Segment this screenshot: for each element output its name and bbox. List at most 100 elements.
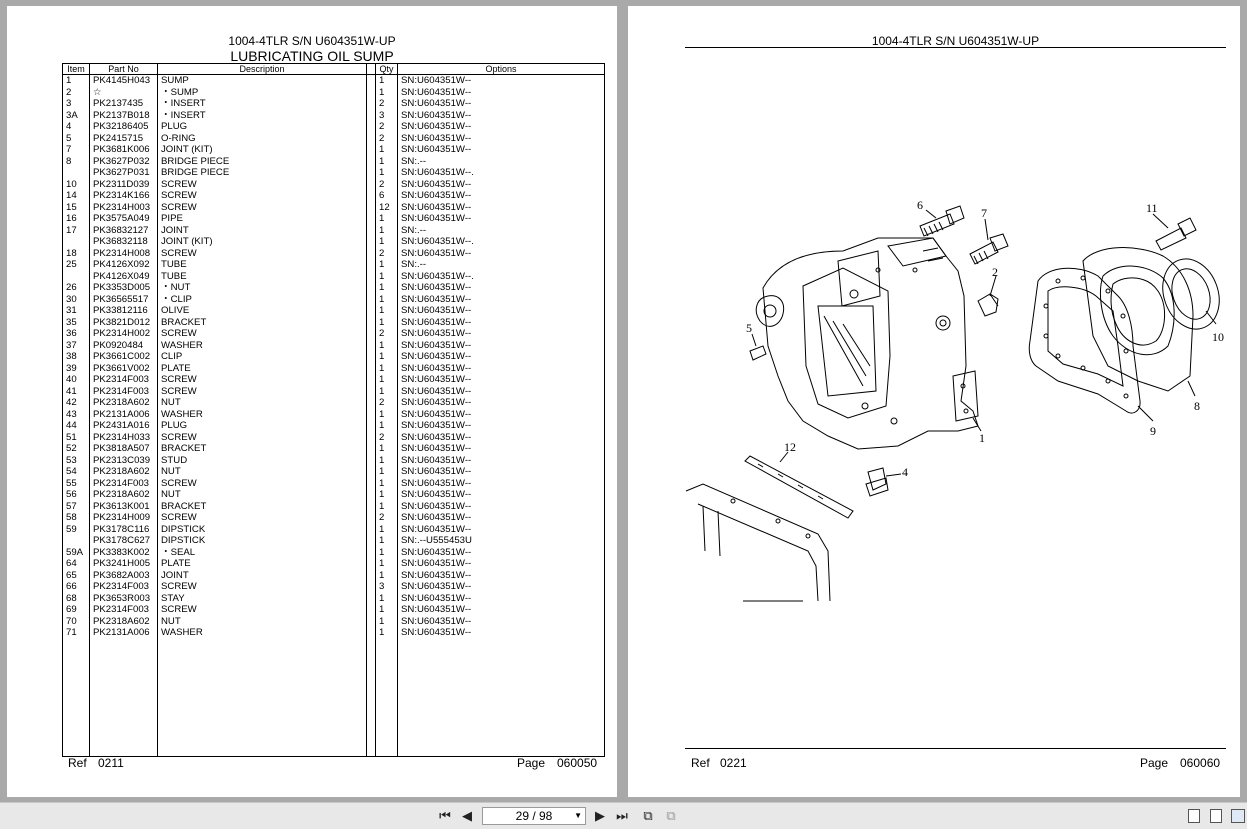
cell-qty: 1 (375, 167, 398, 179)
cell-part-no: PK2415715 (89, 132, 158, 144)
cell-part-no: PK2314F003 (89, 374, 158, 386)
cell-options: SN:U604351W-- (397, 512, 605, 524)
callout-7: 7 (981, 206, 987, 220)
first-page-icon[interactable]: ⏮ (439, 808, 451, 823)
cell-part-no: PK32186405 (89, 121, 158, 133)
plug-2 (977, 293, 999, 317)
cell-options: SN:U604351W-- (397, 546, 605, 558)
cell-description: BRIDGE PIECE (157, 155, 367, 167)
cell-description: BRIDGE PIECE (157, 167, 367, 179)
cell-options: SN:U604351W-- (397, 282, 605, 294)
cell-qty: 1 (375, 385, 398, 397)
prev-page-icon[interactable]: ◀ (462, 808, 472, 823)
cell-options: SN:U604351W--. (397, 167, 605, 179)
cell-qty: 1 (375, 351, 398, 363)
cell-item: 54 (62, 466, 90, 478)
cell-options: SN:U604351W-- (397, 420, 605, 432)
fit-page-icon[interactable]: ⧉ (643, 808, 653, 823)
cell-spacer (366, 201, 376, 213)
cell-qty: 2 (375, 247, 398, 259)
cell-item: 44 (62, 420, 90, 432)
cell-spacer (366, 443, 376, 455)
viewer-toolbar: ⏮ ◀ 29 / 98 ▼ ▶ ⏭ ⧉ ⧉ (0, 802, 1247, 829)
cell-options: SN:U604351W--. (397, 270, 605, 282)
cell-options: SN:U604351W-- (397, 144, 605, 156)
cell-description: STUD (157, 454, 367, 466)
cell-options: SN:U604351W-- (397, 247, 605, 259)
single-page-icon[interactable] (1188, 809, 1200, 823)
cell-item: 59 (62, 523, 90, 535)
cell-part-no: PK36565517 (89, 293, 158, 305)
cell-description: NUT (157, 489, 367, 501)
cell-part-no: PK3661V002 (89, 362, 158, 374)
cell-options: SN:U604351W-- (397, 374, 605, 386)
cell-part-no: PK2313C039 (89, 454, 158, 466)
cell-description: SCREW (157, 201, 367, 213)
cell-options: SN:U604351W-- (397, 213, 605, 225)
cell-part-no: PK4126X049 (89, 270, 158, 282)
cell-part-no: PK3575A049 (89, 213, 158, 225)
ref-value: 0221 (720, 756, 747, 770)
cell-part-no: PK33812116 (89, 305, 158, 317)
bolt-7 (969, 241, 999, 265)
continuous-page-icon[interactable] (1210, 809, 1222, 823)
cell-item: 69 (62, 604, 90, 616)
cell-part-no: PK3353D005 (89, 282, 158, 294)
cell-description: SCREW (157, 581, 367, 593)
cell-spacer (366, 132, 376, 144)
cell-item: 15 (62, 201, 90, 213)
page-label: Page (1140, 756, 1169, 770)
cell-description: WASHER (157, 627, 367, 639)
cell-description: DIPSTICK (157, 523, 367, 535)
cell-qty: 1 (375, 213, 398, 225)
cell-spacer (366, 535, 376, 547)
cell-part-no: PK2318A602 (89, 489, 158, 501)
cell-options: SN:U604351W-- (397, 615, 605, 627)
cell-part-no: PK2318A602 (89, 615, 158, 627)
callout-5: 5 (746, 321, 752, 335)
facing-page-icon[interactable] (1231, 809, 1245, 823)
filler-cell (89, 638, 158, 757)
fit-width-icon[interactable]: ⧉ (666, 808, 676, 823)
cell-description: SCREW (157, 247, 367, 259)
cell-qty: 1 (375, 74, 398, 87)
cell-qty: 1 (375, 362, 398, 374)
cell-part-no: PK3178C627 (89, 535, 158, 547)
filler-cell (366, 638, 376, 757)
cell-description: STAY (157, 592, 367, 604)
cell-spacer (366, 592, 376, 604)
page-header: 1004-4TLR S/N U604351W-UP (871, 34, 1040, 48)
cell-qty: 2 (375, 178, 398, 190)
cell-qty: 2 (375, 512, 398, 524)
cell-part-no: PK36832118 (89, 236, 158, 248)
next-page-icon[interactable]: ▶ (595, 808, 605, 823)
cell-description: PLUG (157, 420, 367, 432)
cell-spacer (366, 74, 376, 87)
cell-qty: 1 (375, 477, 398, 489)
cell-qty: 1 (375, 443, 398, 455)
cell-description: NUT (157, 397, 367, 409)
cell-description: PIPE (157, 213, 367, 225)
callout-10: 10 (1212, 330, 1224, 344)
last-page-icon[interactable]: ⏭ (616, 808, 628, 823)
cell-description: SCREW (157, 328, 367, 340)
callout-2: 2 (992, 265, 998, 279)
cell-spacer (366, 155, 376, 167)
page-number-select[interactable]: 29 / 98 ▼ (482, 807, 586, 825)
cell-description: ・SEAL (157, 546, 367, 558)
header-rule (685, 47, 1226, 48)
cell-options: SN:U604351W-- (397, 558, 605, 570)
ref-value: 0211 (98, 756, 124, 770)
cell-qty: 12 (375, 201, 398, 213)
